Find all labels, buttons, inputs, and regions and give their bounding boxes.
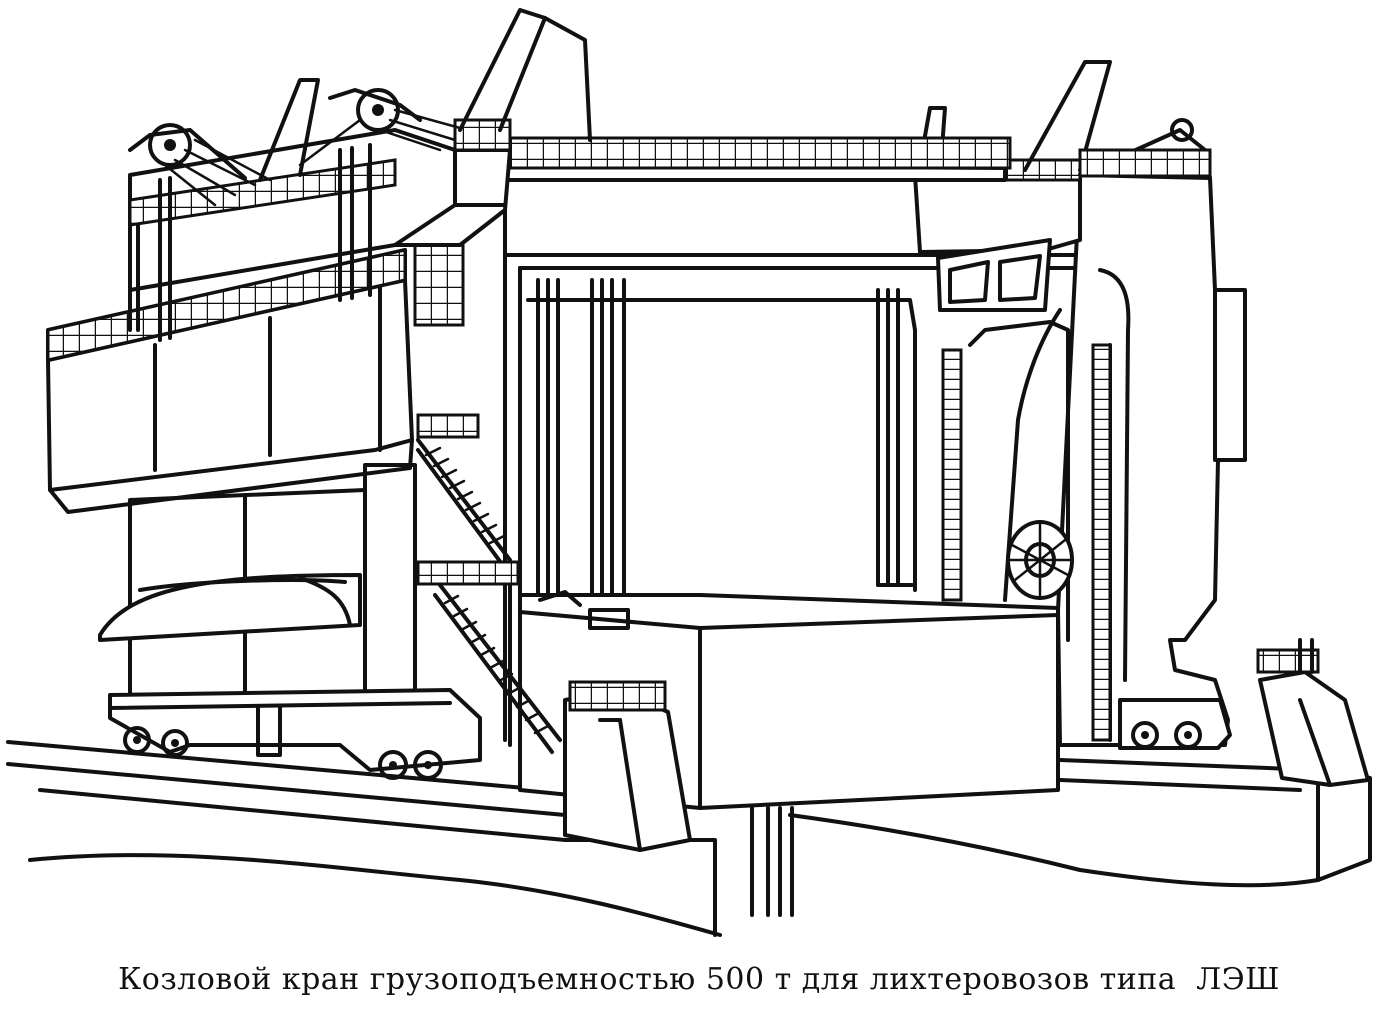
right-bogie [1118, 698, 1232, 750]
left-leg [98, 463, 417, 702]
gantry-crane-illustration [6, 8, 1372, 937]
left-bogie [108, 688, 482, 780]
left-pier [563, 680, 692, 852]
right-pier [1256, 638, 1370, 787]
left-girder [46, 248, 414, 514]
right-leg [941, 173, 1247, 747]
figure-caption: Козловой кран грузоподъемностью 500 т дл… [118, 962, 1280, 997]
cable-reel-wheel [1006, 520, 1074, 600]
top-beam-right [913, 60, 1212, 312]
support-piles [750, 806, 794, 917]
left-stairway [413, 243, 562, 754]
hoist-sheaves [128, 8, 592, 207]
